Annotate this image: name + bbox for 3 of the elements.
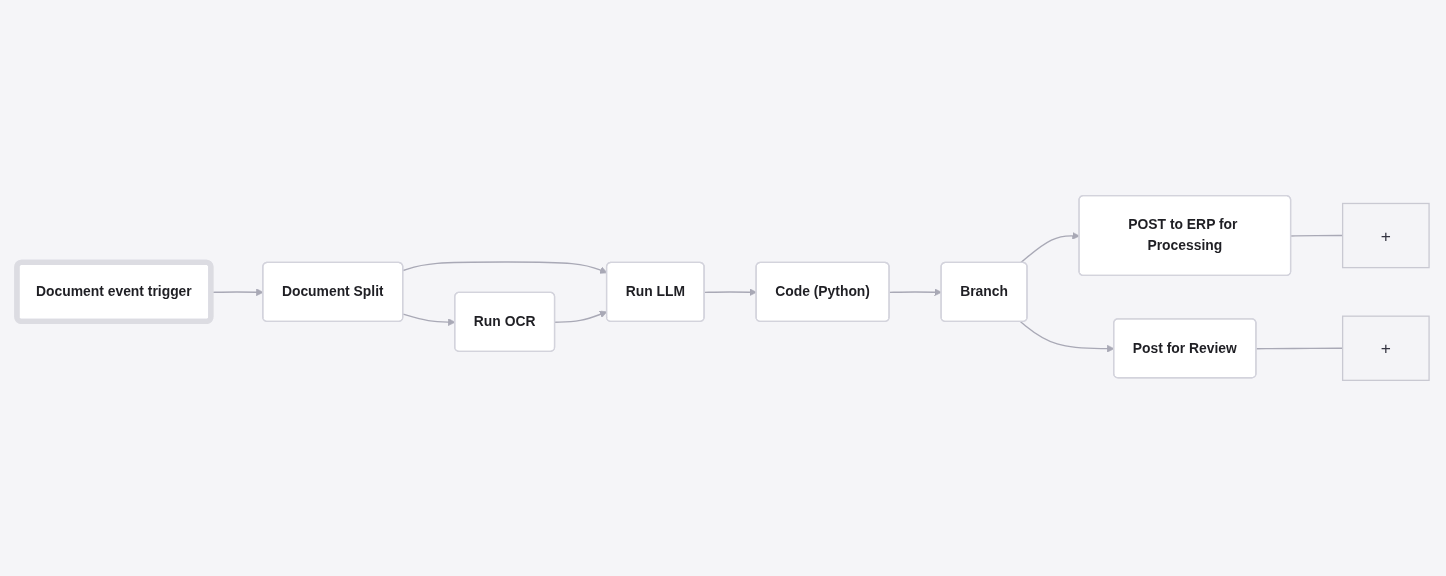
arrow — [1019, 232, 1080, 264]
node-box: + — [1342, 202, 1430, 269]
node-box: + — [1342, 315, 1430, 381]
